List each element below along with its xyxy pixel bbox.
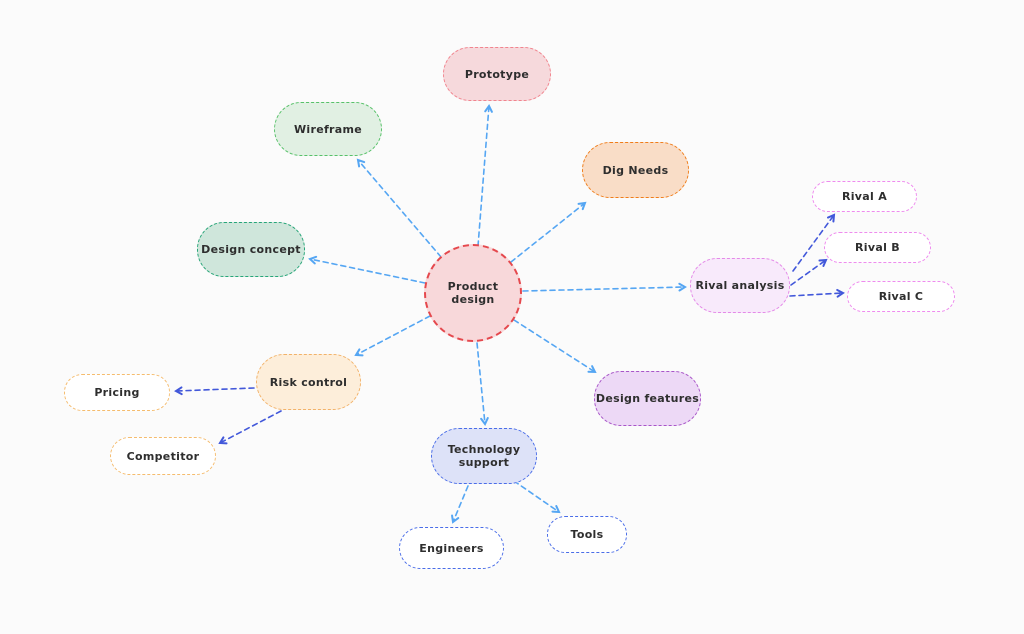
edge-root-design-concept [308, 255, 426, 284]
node-label: Technology support [447, 443, 521, 469]
node-wireframe[interactable]: Wireframe [274, 102, 382, 156]
edge-rival-analysis-rival-b [790, 258, 828, 286]
node-product-design[interactable]: Product design [424, 244, 522, 342]
node-prototype[interactable]: Prototype [443, 47, 551, 101]
edge-risk-control-pricing [174, 386, 255, 396]
node-label: Wireframe [293, 122, 363, 136]
edge-rival-analysis-rival-a [792, 213, 836, 272]
node-label: Prototype [464, 67, 530, 81]
node-design-features[interactable]: Design features [594, 371, 701, 426]
node-rival-analysis[interactable]: Rival analysis [690, 258, 790, 313]
edge-technology-support-engineers [451, 485, 469, 524]
node-rival-c[interactable]: Rival C [847, 281, 955, 312]
node-competitor[interactable]: Competitor [110, 437, 216, 475]
edge-root-risk-control [354, 315, 431, 357]
edge-root-dig-needs [510, 201, 587, 263]
node-label: Tools [570, 528, 604, 541]
node-label: Design concept [201, 243, 301, 256]
node-tools[interactable]: Tools [547, 516, 627, 553]
node-risk-control[interactable]: Risk control [256, 354, 361, 410]
edge-root-wireframe [356, 158, 442, 258]
node-label: Pricing [94, 386, 140, 399]
node-rival-b[interactable]: Rival B [824, 232, 931, 263]
node-technology-support[interactable]: Technology support [431, 428, 537, 484]
edge-root-prototype [477, 104, 493, 247]
node-label: Design features [595, 392, 700, 405]
node-label: Rival B [855, 241, 900, 254]
node-label: Rival C [878, 290, 924, 303]
node-design-concept[interactable]: Design concept [197, 222, 305, 277]
node-label: Dig Needs [602, 163, 669, 177]
edge-rival-analysis-rival-c [789, 288, 845, 298]
node-engineers[interactable]: Engineers [399, 527, 504, 569]
node-pricing[interactable]: Pricing [64, 374, 170, 411]
node-label: Product design [447, 280, 499, 306]
node-label: Competitor [126, 449, 200, 463]
node-label: Rival analysis [695, 279, 785, 292]
node-label: Rival A [841, 190, 888, 203]
edge-root-design-features [513, 319, 597, 374]
edge-risk-control-competitor [218, 410, 282, 445]
node-rival-a[interactable]: Rival A [812, 181, 917, 212]
edge-root-rival-analysis [522, 282, 687, 292]
edge-technology-support-tools [513, 480, 561, 514]
node-label: Risk control [269, 375, 348, 389]
node-dig-needs[interactable]: Dig Needs [582, 142, 689, 198]
node-label: Engineers [419, 541, 484, 555]
edge-root-technology-support [476, 342, 489, 426]
